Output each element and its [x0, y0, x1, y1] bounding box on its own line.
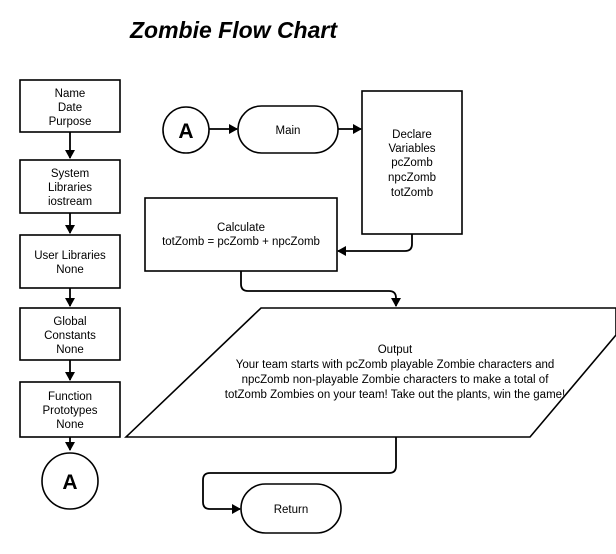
function-prototypes-line: None: [56, 419, 84, 431]
function-prototypes-box: Function Prototypes None: [19, 381, 121, 438]
connector-a-top-label: A: [178, 120, 193, 143]
user-libraries-line: User Libraries: [34, 250, 106, 262]
system-libraries-line: System: [51, 168, 89, 180]
header-box: Name Date Purpose: [19, 79, 121, 133]
system-libraries-line: iostream: [48, 196, 92, 208]
return-terminator: Return: [240, 483, 342, 534]
arrow-calculate-to-output: [240, 271, 401, 307]
declare-variables-box: Declare Variables pcZomb npcZomb totZomb: [361, 90, 463, 235]
calculate-line: totZomb = pcZomb + npcZomb: [162, 236, 320, 248]
main-terminator: Main: [237, 105, 339, 154]
output-parallelogram: Output Your team starts with pcZomb play…: [124, 307, 616, 438]
output-line: Your team starts with pcZomb playable Zo…: [236, 359, 555, 371]
global-constants-box: Global Constants None: [19, 307, 121, 361]
global-constants-line: Constants: [44, 330, 96, 342]
calculate-box: Calculate totZomb = pcZomb + npcZomb: [144, 197, 338, 272]
global-constants-line: Global: [53, 316, 86, 328]
page-title: Zombie Flow Chart: [130, 17, 337, 43]
arrow-output-to-return: [202, 437, 397, 514]
declare-variables-line: totZomb: [391, 187, 433, 199]
return-label: Return: [274, 504, 309, 516]
header-box-line: Name: [55, 88, 86, 100]
user-libraries-line: None: [56, 264, 84, 276]
function-prototypes-line: Function: [48, 391, 92, 403]
header-box-line: Date: [58, 102, 82, 114]
declare-variables-line: pcZomb: [391, 157, 433, 169]
function-prototypes-line: Prototypes: [43, 405, 98, 417]
header-box-line: Purpose: [49, 116, 92, 128]
declare-variables-line: npcZomb: [388, 172, 436, 184]
connector-a-bottom: A: [41, 452, 99, 510]
declare-variables-line: Declare: [392, 129, 432, 141]
system-libraries-box: System Libraries iostream: [19, 159, 121, 214]
output-line: totZomb Zombies on your team! Take out t…: [225, 389, 566, 401]
arrow-declare-to-calculate: [337, 234, 413, 256]
user-libraries-box: User Libraries None: [19, 234, 121, 289]
output-line: Output: [378, 344, 413, 356]
output-line: npcZomb non-playable Zombie characters t…: [242, 374, 550, 386]
connector-a-bottom-label: A: [62, 471, 77, 494]
declare-variables-line: Variables: [388, 143, 435, 155]
global-constants-line: None: [56, 344, 84, 356]
main-label: Main: [276, 125, 301, 137]
calculate-line: Calculate: [217, 222, 265, 234]
connector-a-top: A: [162, 106, 210, 154]
system-libraries-line: Libraries: [48, 182, 92, 194]
